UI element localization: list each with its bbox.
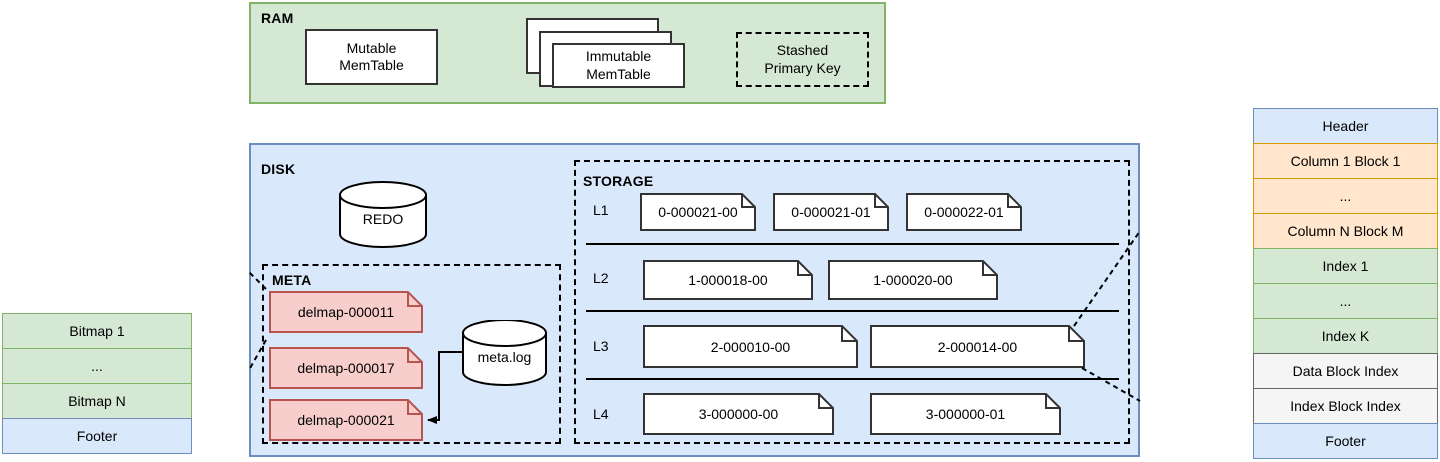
file-layout-row-label: Column N Block M xyxy=(1287,223,1404,239)
file-layout-row: ... xyxy=(1253,178,1438,214)
sst-file-l4-0: 3-000000-00 xyxy=(643,393,834,435)
delmap-layout-row-label: Bitmap 1 xyxy=(69,323,125,339)
delmap-layout-panel: Bitmap 1 ... Bitmap N Footer xyxy=(2,313,192,454)
sst-file-shape xyxy=(643,393,834,435)
file-layout-row-label: Index 1 xyxy=(1322,258,1369,274)
meta-group-title: META xyxy=(272,272,312,288)
delmap-layout-row-label: Footer xyxy=(76,428,118,444)
delmap-note-shape xyxy=(269,291,423,333)
level-label-l3: L3 xyxy=(593,338,609,354)
file-layout-row-label: Column 1 Block 1 xyxy=(1290,153,1401,169)
file-layout-row: Column 1 Block 1 xyxy=(1253,143,1438,179)
sst-file-shape xyxy=(870,393,1061,435)
delmap-note-shape xyxy=(269,399,423,441)
stashed-primary-key-box: Stashed Primary Key xyxy=(736,32,869,87)
level-label-l4: L4 xyxy=(593,406,609,422)
meta-log-cylinder: meta.log xyxy=(462,320,547,386)
file-layout-row: Column N Block M xyxy=(1253,213,1438,249)
delmap-note-2: delmap-000021 xyxy=(269,399,423,441)
delmap-layout-row: Bitmap N xyxy=(2,383,192,419)
level-separator-2 xyxy=(586,310,1119,312)
file-layout-row: Footer xyxy=(1253,423,1438,459)
ram-group-title: RAM xyxy=(261,10,294,26)
meta-log-label: meta.log xyxy=(477,349,532,365)
delmap-layout-row-label: ... xyxy=(91,358,103,374)
immutable-memtable-box-front: Immutable MemTable xyxy=(552,43,685,88)
file-layout-row: Index 1 xyxy=(1253,248,1438,284)
sst-file-shape xyxy=(906,193,1022,231)
meta-log-cylinder-shape xyxy=(462,320,547,386)
sst-file-shape xyxy=(643,260,813,300)
delmap-layout-row-label: Bitmap N xyxy=(68,393,126,409)
delmap-layout-row: ... xyxy=(2,348,192,384)
delmap-note-shape xyxy=(269,347,423,389)
delmap-layout-row: Footer xyxy=(2,418,192,454)
file-layout-row-label: Index K xyxy=(1321,328,1370,344)
file-layout-row-label: ... xyxy=(1339,293,1352,309)
sst-file-l2-0: 1-000018-00 xyxy=(643,260,813,300)
level-separator-3 xyxy=(586,378,1119,380)
disk-group-title: DISK xyxy=(261,161,296,177)
delmap-note-0: delmap-000011 xyxy=(269,291,423,333)
sst-file-shape xyxy=(870,325,1085,368)
file-layout-row-label: Data Block Index xyxy=(1292,363,1399,379)
file-layout-row: Index Block Index xyxy=(1253,388,1438,424)
sst-file-shape xyxy=(640,193,756,231)
sst-file-l1-0: 0-000021-00 xyxy=(640,193,756,231)
sst-file-shape xyxy=(773,193,889,231)
sst-file-l4-1: 3-000000-01 xyxy=(870,393,1061,435)
sst-file-l1-2: 0-000022-01 xyxy=(906,193,1022,231)
level-label-l1: L1 xyxy=(593,202,609,218)
mutable-memtable-label: Mutable MemTable xyxy=(339,39,404,73)
file-layout-row: Index K xyxy=(1253,318,1438,354)
delmap-layout-row: Bitmap 1 xyxy=(2,313,192,349)
redo-cylinder-shape xyxy=(339,181,427,248)
sst-file-l3-0: 2-000010-00 xyxy=(643,325,858,368)
level-label-l2: L2 xyxy=(593,270,609,286)
file-layout-panel: Header Column 1 Block 1 ... Column N Blo… xyxy=(1253,108,1438,459)
sst-file-shape xyxy=(828,260,998,300)
sst-file-l3-1: 2-000014-00 xyxy=(870,325,1085,368)
sst-file-shape xyxy=(643,325,858,368)
delmap-note-1: delmap-000017 xyxy=(269,347,423,389)
storage-group-title: STORAGE xyxy=(583,173,654,189)
file-layout-row: Data Block Index xyxy=(1253,353,1438,389)
mutable-memtable-box: Mutable MemTable xyxy=(305,29,438,85)
level-separator-1 xyxy=(586,243,1119,245)
immutable-memtable-label: Immutable MemTable xyxy=(585,48,652,82)
file-layout-row-label: Footer xyxy=(1325,433,1366,449)
redo-cylinder: REDO xyxy=(339,181,427,248)
stashed-primary-key-label: Stashed Primary Key xyxy=(764,42,841,76)
sst-file-l2-1: 1-000020-00 xyxy=(828,260,998,300)
file-layout-row-label: Index Block Index xyxy=(1290,398,1401,414)
file-layout-row: Header xyxy=(1253,108,1438,144)
sst-file-l1-1: 0-000021-01 xyxy=(773,193,889,231)
file-layout-row-label: Header xyxy=(1322,118,1369,134)
file-layout-row-label: ... xyxy=(1339,188,1352,204)
redo-label: REDO xyxy=(362,210,404,227)
file-layout-row: ... xyxy=(1253,283,1438,319)
